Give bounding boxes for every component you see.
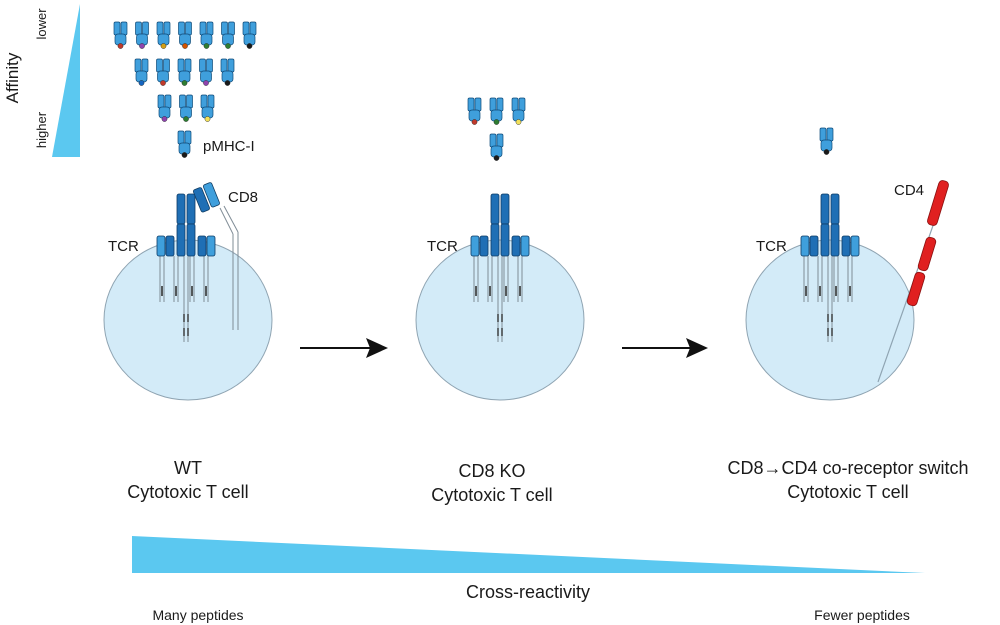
pmhc-molecule — [199, 58, 213, 86]
affinity-lower-label: lower — [34, 8, 49, 40]
tcr-label-wt: TCR — [108, 238, 139, 255]
cell-caption-3-line1: CD8→CD4 co-receptor switch — [727, 458, 968, 478]
pmhc-molecule — [135, 21, 149, 49]
cross-reactivity-gradient — [132, 536, 925, 573]
cd8-label: CD8 — [228, 189, 258, 206]
pmhc-molecule — [177, 130, 192, 158]
fewer-peptides-label: Fewer peptides — [814, 607, 910, 623]
cell-caption-2-line1: CD8 KO — [458, 461, 525, 481]
cell-switch — [745, 239, 915, 401]
pmhc-molecule — [156, 58, 170, 86]
pmhc-molecule — [819, 127, 834, 155]
pmhc-molecule — [157, 94, 172, 122]
pmhc-molecule — [156, 21, 171, 49]
cd4-coreceptor — [877, 180, 949, 383]
cell-cd8ko — [415, 239, 585, 401]
tcr-label-switch: TCR — [756, 238, 787, 255]
pmhc-molecule — [511, 97, 526, 125]
affinity-title: Affinity — [3, 52, 22, 103]
pmhc-molecule — [177, 58, 192, 86]
pmhc-molecule — [242, 21, 257, 49]
cross-reactivity-title: Cross-reactivity — [466, 582, 590, 602]
affinity-gradient — [52, 4, 80, 157]
arrow-2 — [622, 338, 708, 358]
pmhc-panel-cd8ko — [467, 97, 526, 161]
arrow-1 — [300, 338, 388, 358]
cell-caption-3-line2: Cytotoxic T cell — [787, 482, 908, 502]
cd8-coreceptor — [192, 182, 239, 330]
tcr-complex-switch — [800, 193, 860, 342]
pmhc-molecule — [221, 21, 235, 49]
pmhc-panel-switch — [819, 127, 834, 155]
cell-caption-1-line1: WT — [174, 458, 202, 478]
cell-caption-2-line2: Cytotoxic T cell — [431, 485, 552, 505]
pmhc-molecule — [179, 94, 193, 122]
pmhc-pyramid — [113, 21, 257, 158]
tcr-complex-wt — [156, 193, 216, 342]
pmhc-molecule — [134, 58, 149, 86]
pmhc-molecule — [200, 94, 215, 122]
cell-caption-1-line2: Cytotoxic T cell — [127, 482, 248, 502]
pmhc-molecule — [178, 21, 192, 49]
tcr-label-cd8ko: TCR — [427, 238, 458, 255]
cd4-label: CD4 — [894, 182, 924, 199]
tcr-complex-cd8ko — [470, 193, 530, 342]
pmhc-molecule — [113, 21, 128, 49]
pmhc-molecule — [467, 97, 482, 125]
pmhc-molecule — [489, 133, 504, 161]
pmhc-molecule — [489, 97, 504, 125]
pmhc-molecule — [220, 58, 235, 86]
pmhc-label: pMHC-I — [203, 138, 255, 155]
many-peptides-label: Many peptides — [152, 607, 243, 623]
pmhc-molecule — [199, 21, 214, 49]
affinity-higher-label: higher — [34, 111, 49, 148]
